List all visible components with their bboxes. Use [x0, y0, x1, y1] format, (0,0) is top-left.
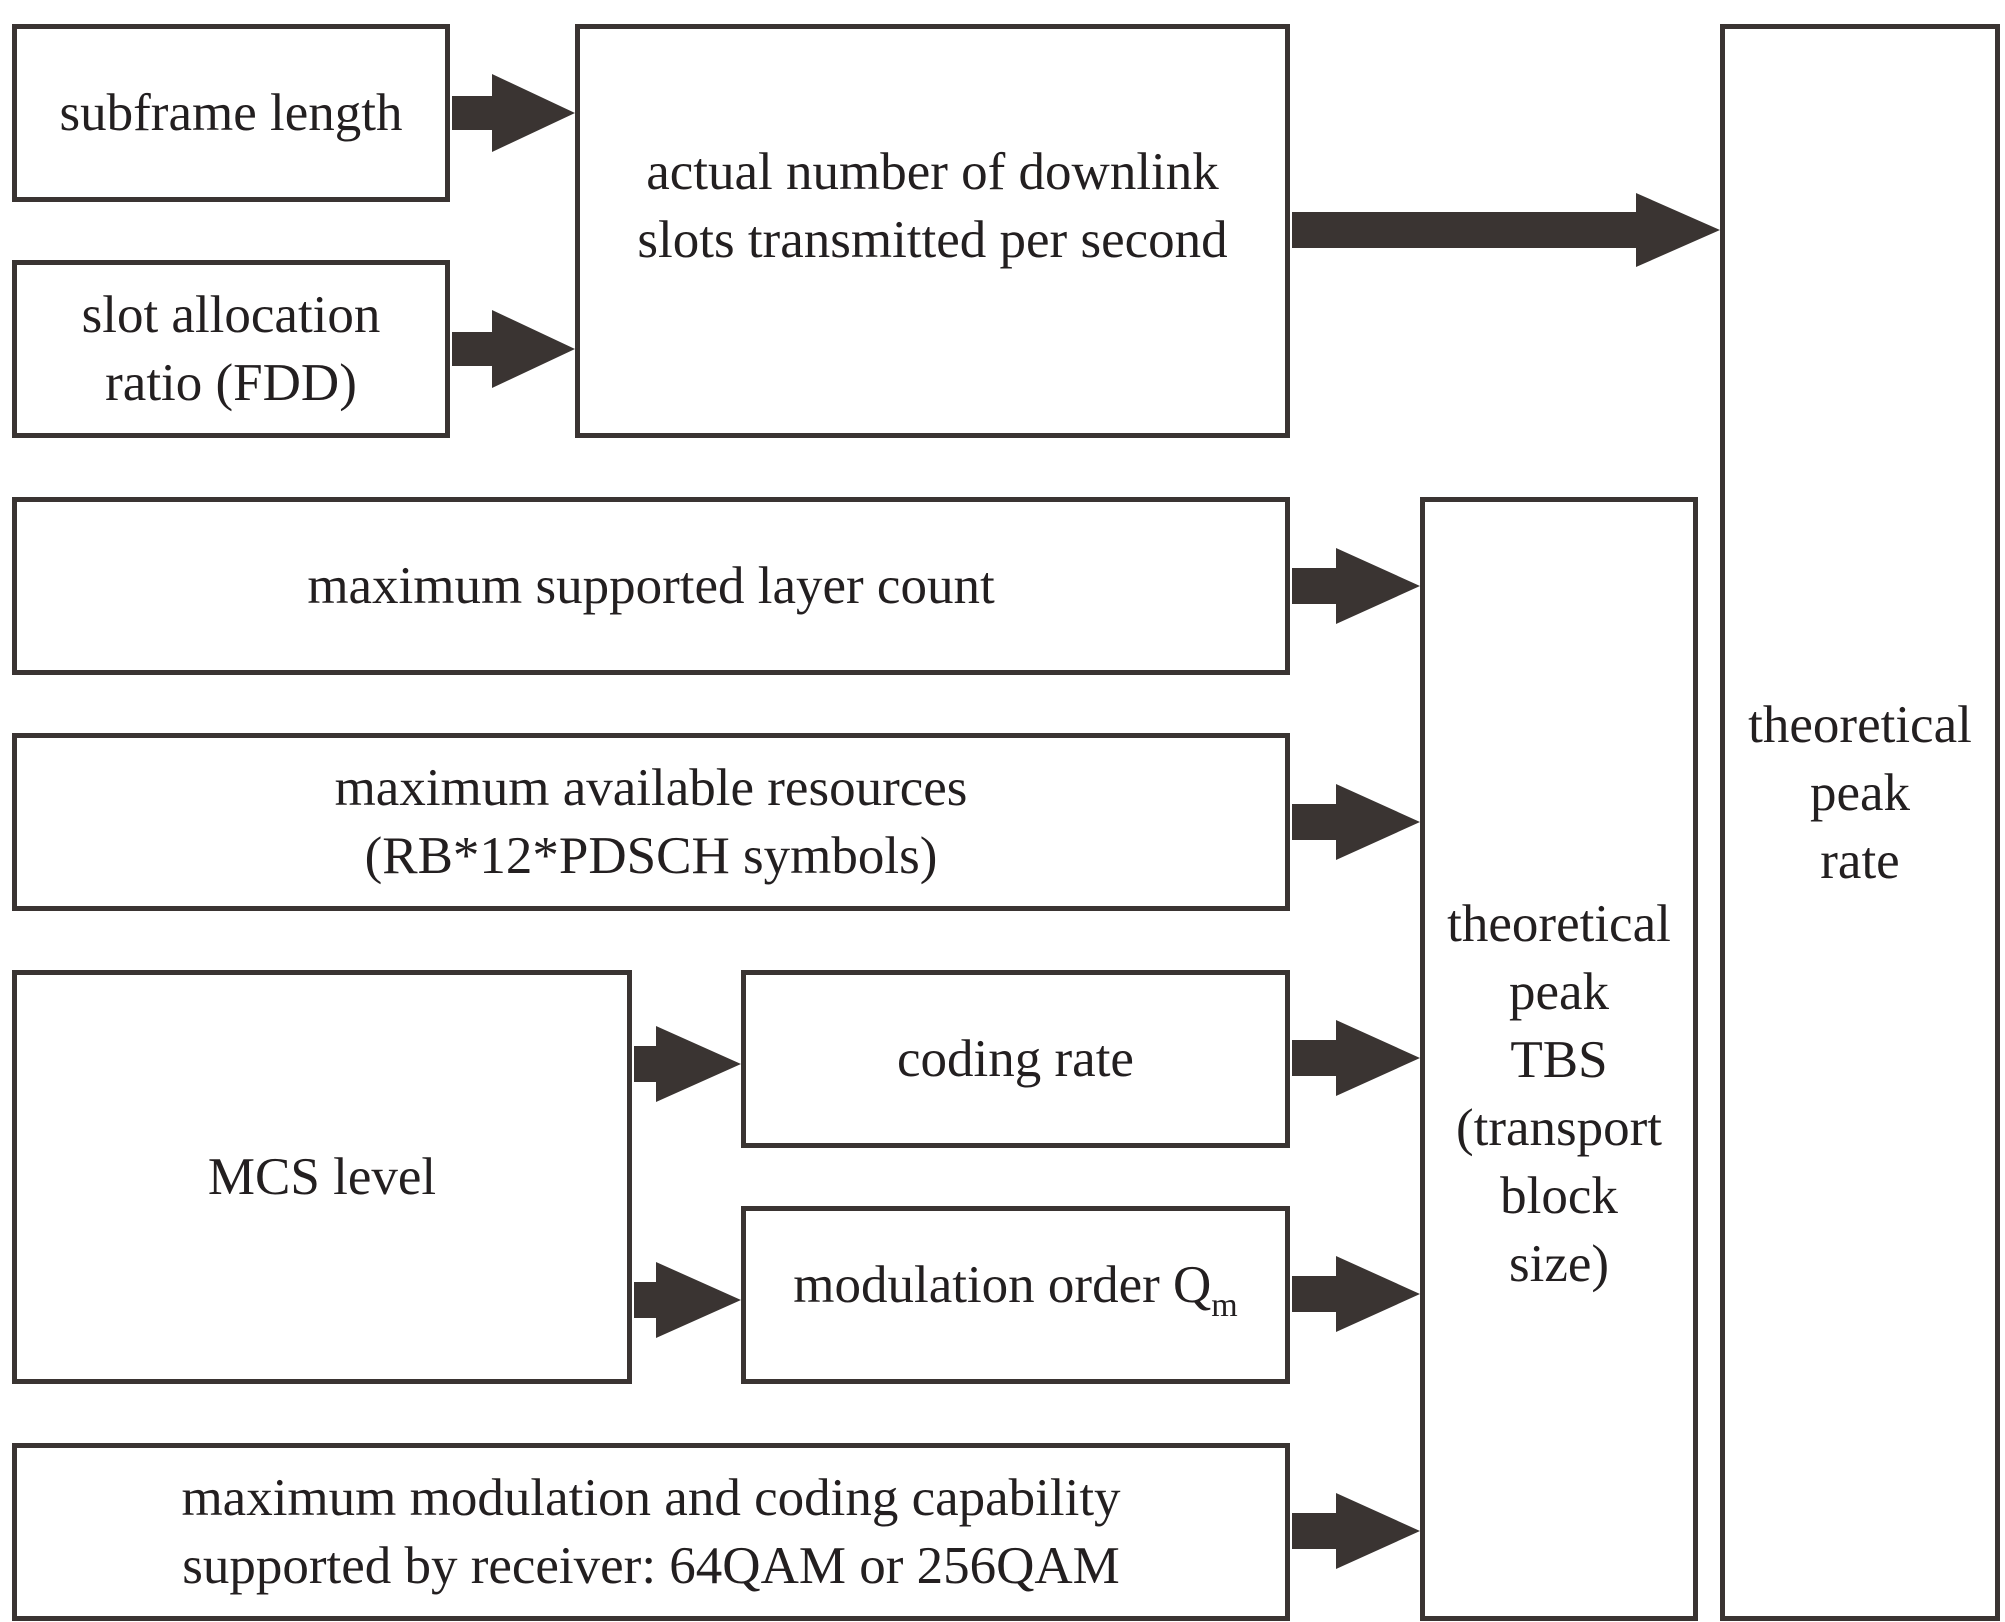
max-mod-capability-line2: supported by receiver: 64QAM or 256QAM: [182, 1537, 1120, 1595]
arrow-modulation-to-tbs: [1292, 1256, 1420, 1332]
actual-slots-box: actual number of downlink slots transmit…: [575, 24, 1290, 438]
peak-tbs-line6: size): [1508, 1235, 1610, 1293]
coding-rate-label: coding rate: [897, 1030, 1134, 1088]
max-mod-capability-line1: maximum modulation and coding capability: [181, 1469, 1121, 1527]
modulation-order-label: modulation order Qm: [793, 1251, 1237, 1340]
mcs-level-label: MCS level: [207, 1148, 437, 1206]
arrow-coding-to-tbs: [1292, 1020, 1420, 1096]
peak-rate-line1: theoretical: [1748, 695, 1972, 754]
modulation-order-box: modulation order Qm: [741, 1206, 1290, 1384]
actual-slots-line1: actual number of downlink: [646, 143, 1219, 201]
modulation-order-subscript: m: [1211, 1286, 1238, 1324]
mcs-level-box: MCS level: [12, 970, 632, 1384]
arrow-slotalloc-to-slots: [452, 310, 575, 388]
arrow-mcs-to-modulation: [634, 1262, 741, 1338]
arrow-layers-to-tbs: [1292, 548, 1420, 624]
subframe-length-label: subframe length: [59, 84, 403, 142]
peak-rate-box: theoretical peak rate: [1720, 24, 2000, 1621]
coding-rate-box: coding rate: [741, 970, 1290, 1148]
peak-tbs-line3: TBS: [1510, 1031, 1608, 1089]
arrow-slots-to-peakrate: [1292, 193, 1720, 267]
slot-allocation-line1: slot allocation: [81, 286, 381, 344]
max-resources-line1: maximum available resources: [334, 759, 968, 817]
arrow-capability-to-tbs: [1292, 1493, 1420, 1569]
max-layers-box: maximum supported layer count: [12, 497, 1290, 675]
modulation-order-text: modulation order Q: [793, 1255, 1212, 1314]
arrow-subframe-to-slots: [452, 74, 575, 152]
max-mod-capability-box: maximum modulation and coding capability…: [12, 1443, 1290, 1621]
max-resources-line2: (RB*12*PDSCH symbols): [364, 827, 938, 885]
max-resources-box: maximum available resources (RB*12*PDSCH…: [12, 733, 1290, 911]
subframe-length-box: subframe length: [12, 24, 450, 202]
peak-tbs-line2: peak: [1508, 963, 1610, 1021]
peak-rate-line3: rate: [1820, 831, 1900, 890]
peak-tbs-box: theoretical peak TBS (transport block si…: [1420, 497, 1698, 1621]
arrow-resources-to-tbs: [1292, 784, 1420, 860]
actual-slots-line2: slots transmitted per second: [637, 211, 1228, 269]
slot-allocation-line2: ratio (FDD): [105, 354, 357, 412]
arrow-mcs-to-coding: [634, 1026, 741, 1102]
max-layers-label: maximum supported layer count: [307, 557, 995, 615]
peak-tbs-line5: block: [1500, 1167, 1618, 1225]
peak-tbs-line4: (transport: [1455, 1099, 1663, 1157]
slot-allocation-box: slot allocation ratio (FDD): [12, 260, 450, 438]
peak-rate-line2: peak: [1809, 763, 1911, 822]
peak-tbs-line1: theoretical: [1447, 895, 1671, 953]
